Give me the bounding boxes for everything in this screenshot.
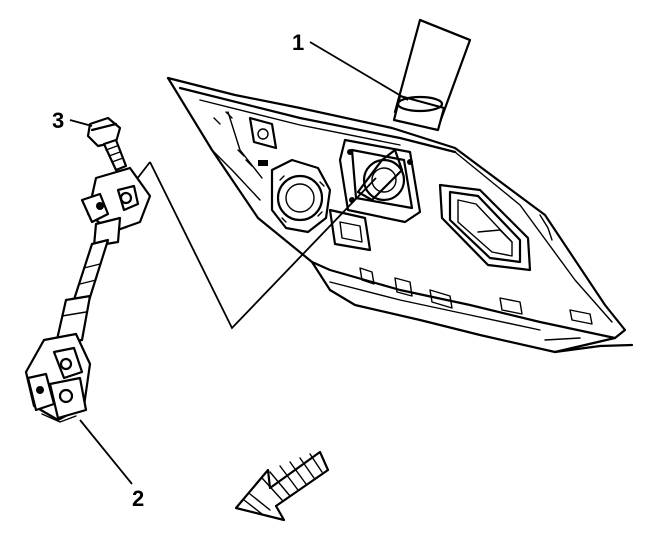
front-direction-arrow-icon [234, 450, 330, 522]
steering-column [356, 18, 472, 202]
leader-1 [309, 41, 409, 101]
pinch-bolt [86, 116, 128, 172]
dash-panel [166, 76, 634, 354]
intermediate-shaft [24, 166, 152, 423]
leader-2 [79, 419, 133, 485]
callout-2: 2 [132, 486, 144, 511]
callout-1: 1 [292, 30, 304, 55]
callout-3: 3 [52, 108, 64, 133]
leader-3 [69, 119, 93, 127]
